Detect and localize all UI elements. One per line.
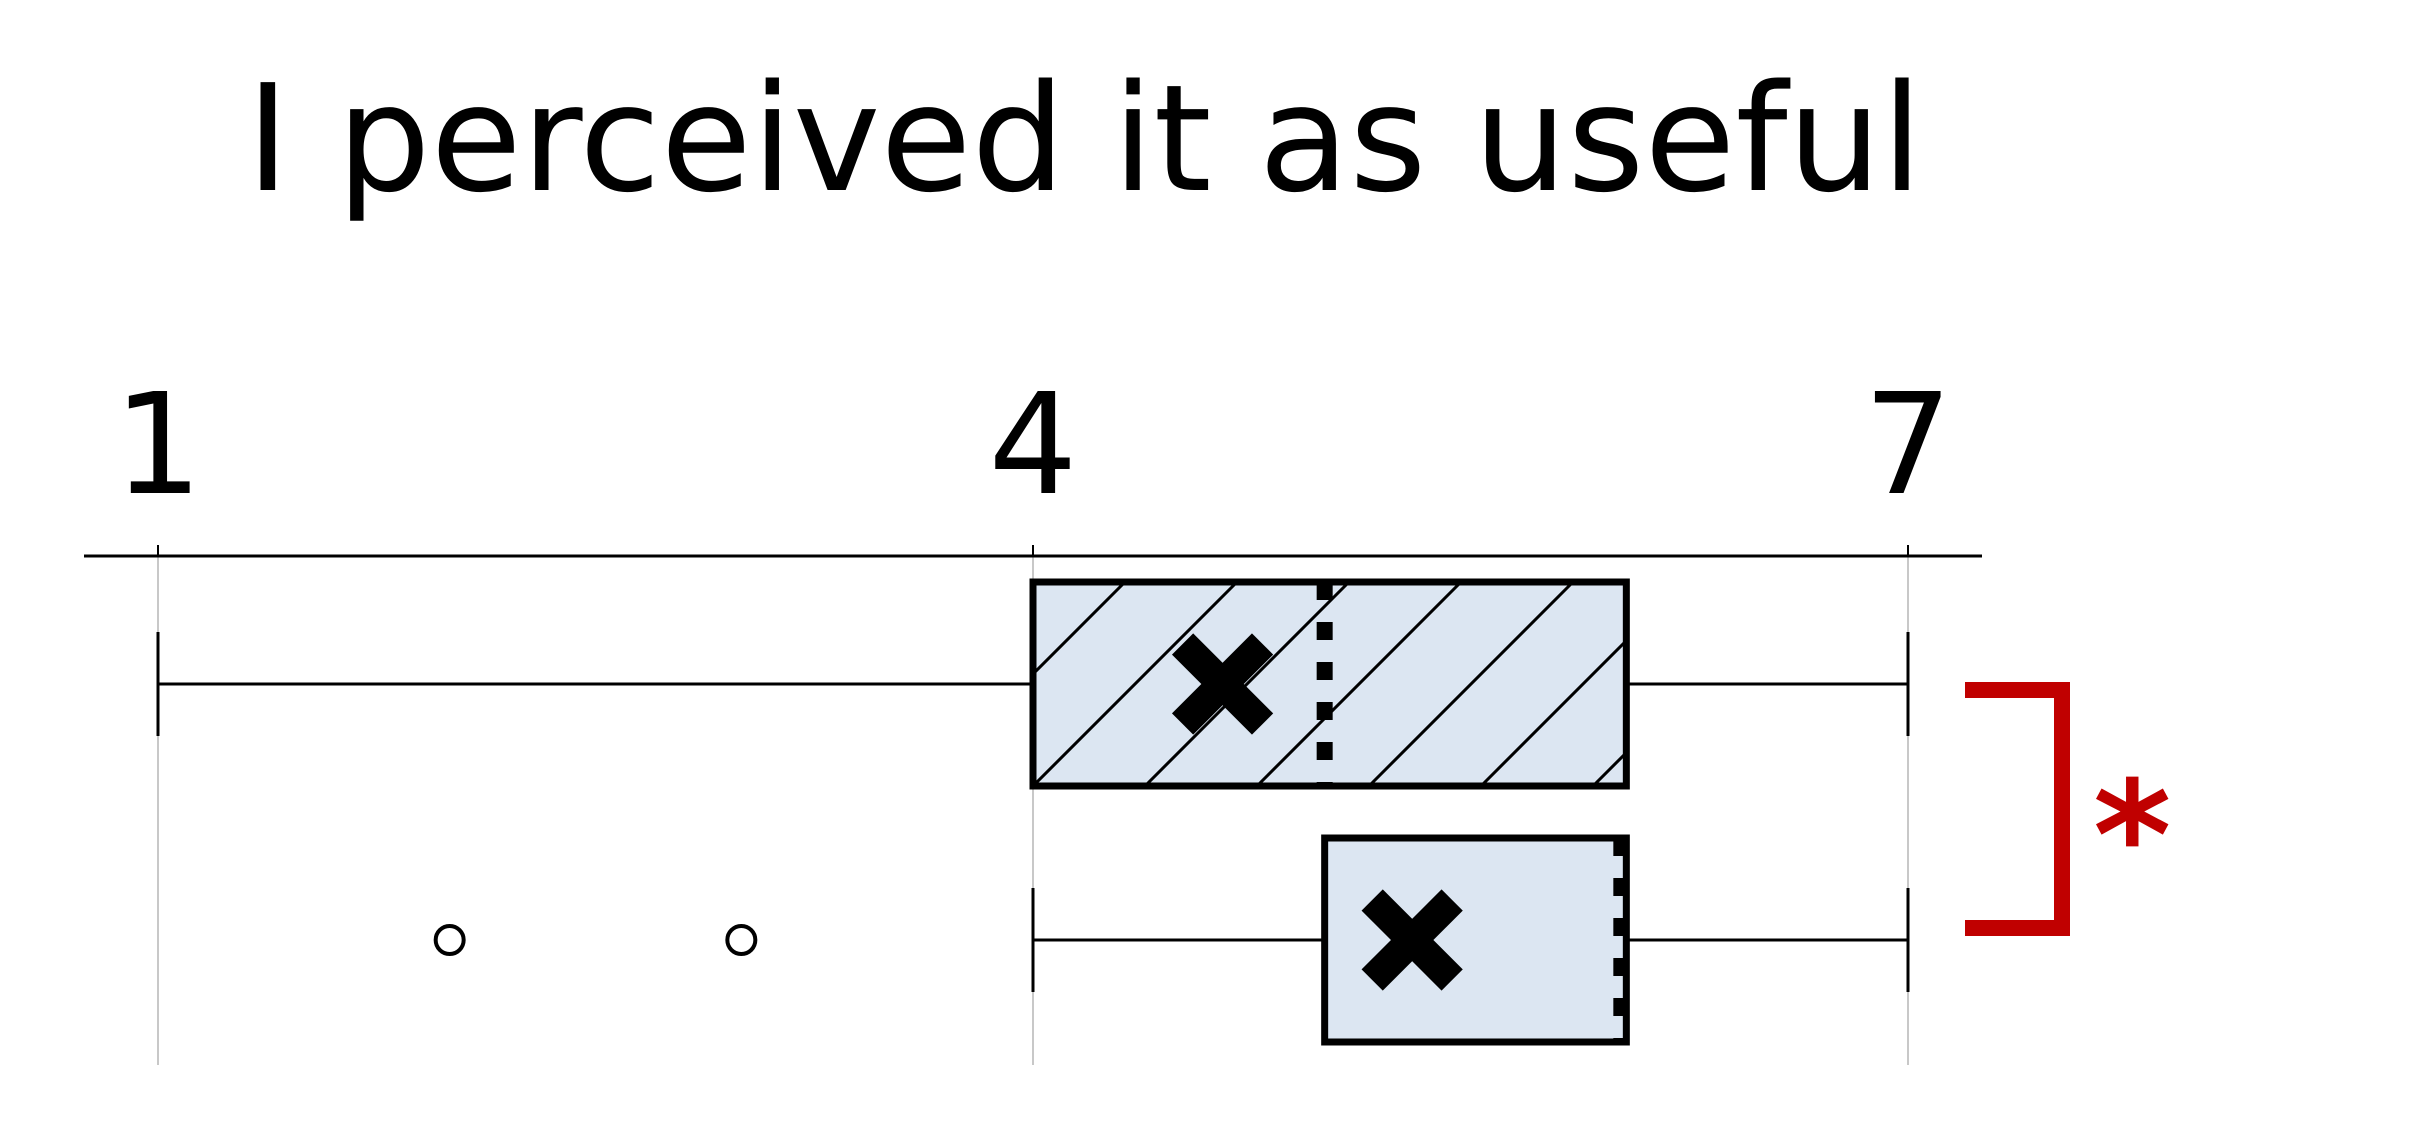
axis-layer: 1 4 7 (84, 364, 1982, 558)
x-tick-label: 7 (1863, 364, 1952, 527)
x-tick-label: 4 (988, 364, 1077, 527)
chart-title: I perceived it as useful (246, 53, 1923, 225)
box-hatch (1033, 582, 2417, 786)
hatch-line (2265, 582, 2417, 786)
significance-layer: * (1965, 682, 2171, 936)
box-series-1 (156, 578, 2417, 790)
hatch-line (2153, 582, 2357, 786)
outlier-point (725, 924, 758, 956)
mean-marker (1171, 633, 1274, 735)
hatch-line (1367, 582, 1575, 786)
x-tick-label: 1 (113, 364, 202, 527)
significance-label: * (2093, 750, 2171, 924)
significance-bracket (1965, 682, 2070, 936)
box-outline (1321, 834, 1630, 1046)
hatch-line (1033, 582, 1239, 786)
hatch-line (1255, 582, 1463, 786)
hatch-line (1479, 638, 1627, 786)
hatch-line (1033, 582, 1127, 677)
box-fill (1324, 838, 1627, 1042)
box-series-2 (433, 834, 1910, 1046)
hatch-line (1143, 582, 1351, 786)
box-layer (156, 578, 2417, 1046)
mean-marker (1361, 889, 1463, 991)
outlier-point (433, 924, 466, 956)
